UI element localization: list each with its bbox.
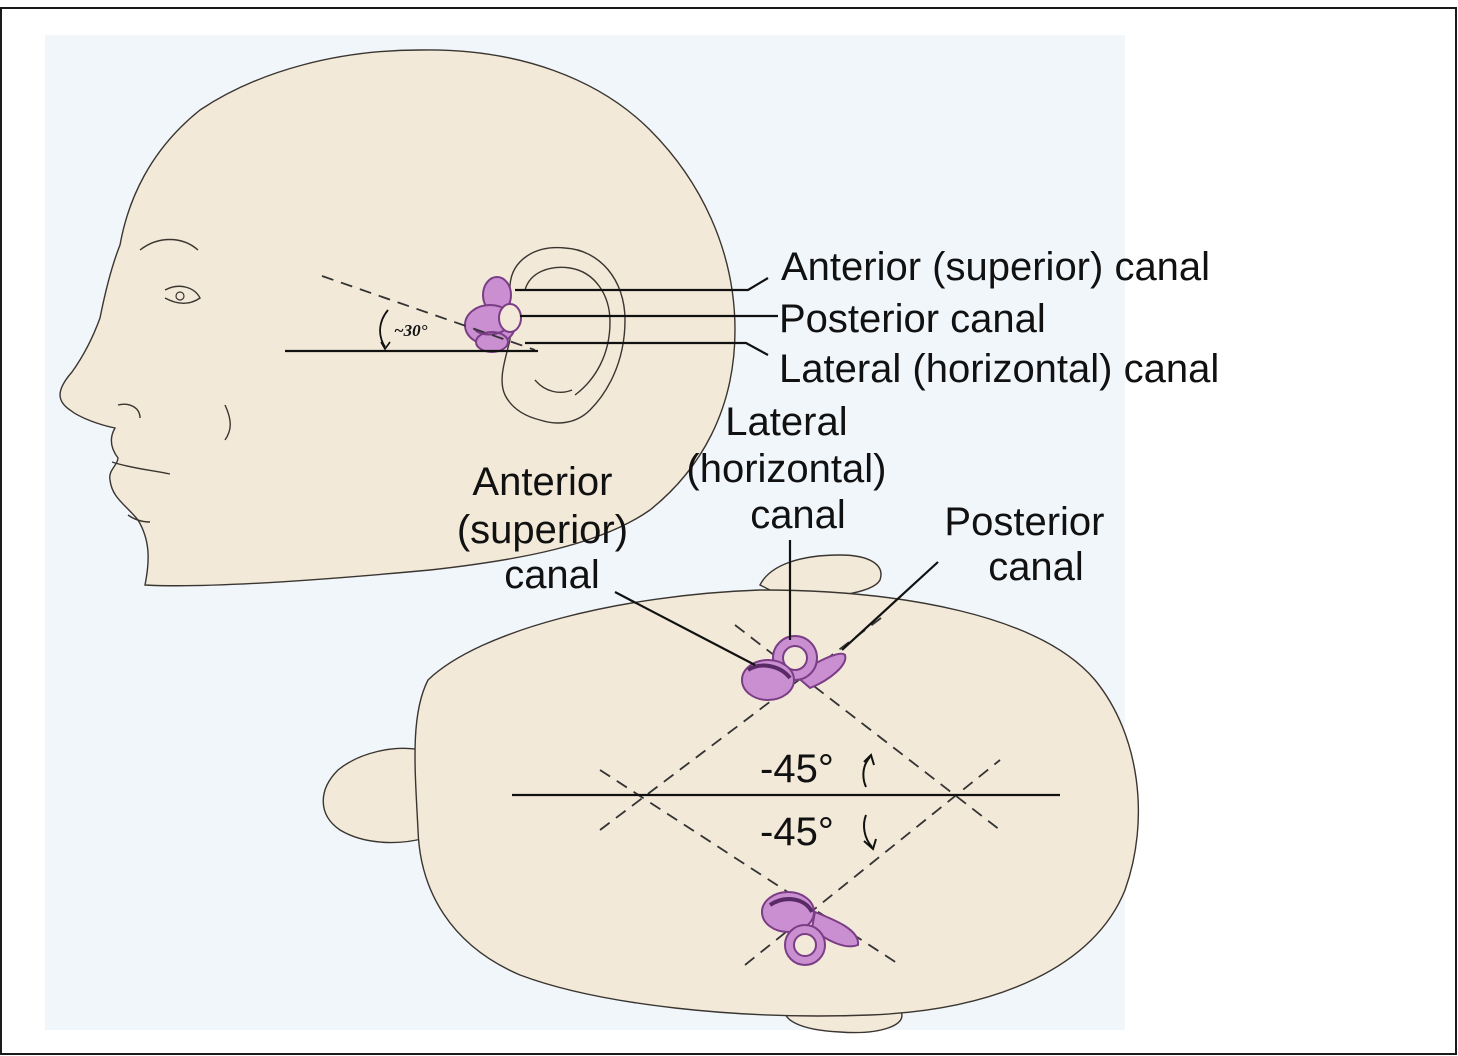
label-posterior-canal: Posterior canal [779,297,1046,341]
top-angle-upper: -45° [760,747,834,791]
label-lateral-horizontal-canal: Lateral (horizontal) canal [779,347,1219,391]
side-angle-label: ~30° [394,321,428,340]
label-anterior-superior-canal: Anterior (superior) canal [781,245,1210,289]
top-angle-lower: -45° [760,810,834,854]
